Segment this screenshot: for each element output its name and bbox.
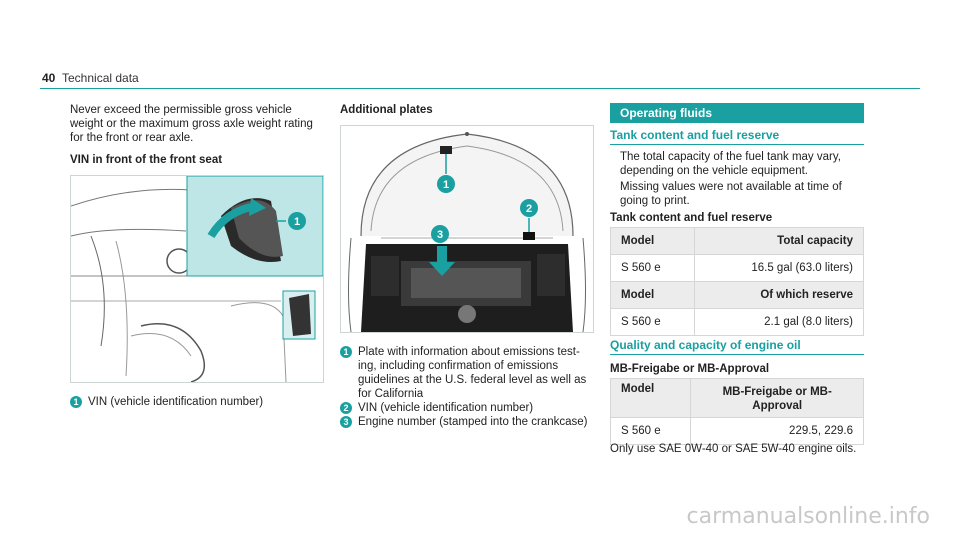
page-header-title: Technical data (62, 71, 139, 85)
vin-heading: VIN in front of the front seat (70, 154, 223, 166)
oil-section-title: Quality and capacity of engine oil (610, 338, 801, 352)
oil-subheading: MB-Freigabe or MB-Approval (610, 363, 770, 375)
tank-table-title: Tank content and fuel reserve (610, 212, 773, 224)
callout-3-icon: 3 (340, 416, 352, 428)
intro-paragraph: Never exceed the permissible gross vehic… (70, 104, 313, 144)
operating-fluids-banner: Operating fluids (610, 103, 864, 123)
tank-table: Model Total capacity S 560 e 16.5 gal (6… (610, 227, 865, 336)
legend-item-1: 1 Plate with information about emissions… (340, 345, 600, 401)
legend-item-2: 2 VIN (vehicle identification number) (340, 401, 600, 415)
page-number: 40 (42, 71, 56, 85)
engine-bay-figure: 1 2 3 (340, 125, 594, 333)
callout-2-icon: 2 (340, 402, 352, 414)
table-row: S 560 e 16.5 gal (63.0 liters) (610, 254, 865, 282)
additional-plates-heading: Additional plates (340, 104, 433, 116)
svg-text:1: 1 (294, 216, 300, 228)
oil-table: Model MB-Freigabe or MB- Approval S 560 … (609, 378, 864, 445)
header-rule (40, 88, 920, 89)
oil-table-header-2: MB-Freigabe or MB- Approval (690, 378, 864, 418)
legend-item-3: 3 Engine number (stamped into the crankc… (340, 415, 600, 429)
oil-note: Only use SAE 0W-40 or SAE 5W-40 engine o… (610, 443, 857, 455)
callout-1-icon: 1 (70, 395, 82, 408)
table-row: S 560 e 229.5, 229.6 (609, 417, 864, 445)
svg-text:3: 3 (437, 229, 443, 241)
svg-text:1: 1 (443, 179, 449, 191)
tank-paragraph: The total capacity of the fuel tank may … (620, 151, 842, 207)
callout-1-icon: 1 (340, 346, 352, 358)
table-row: Model Total capacity (610, 227, 865, 255)
svg-text:2: 2 (526, 203, 532, 215)
tank-section-rule (610, 144, 864, 145)
table-row: S 560 e 2.1 gal (8.0 liters) (610, 308, 865, 336)
plates-legend: 1 Plate with information about emissions… (340, 345, 600, 429)
oil-section-rule (610, 354, 864, 355)
table-row: Model Of which reserve (610, 281, 865, 309)
tank-section-title: Tank content and fuel reserve (610, 128, 780, 142)
table-row: Model MB-Freigabe or MB- Approval (609, 378, 864, 418)
watermark: carmanualsonline.info (686, 504, 930, 529)
vin-figure: 1 (70, 175, 324, 383)
